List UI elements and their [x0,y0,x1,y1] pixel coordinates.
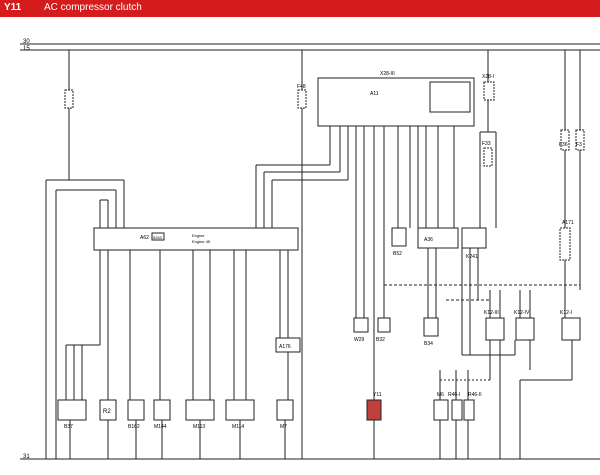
svg-text:W29: W29 [354,337,365,343]
relay-k241: K241 [461,227,487,260]
svg-text:F36: F36 [559,142,568,148]
svg-text:A36: A36 [424,237,433,243]
svg-text:F48: F48 [297,84,306,90]
component-m6: M6 [433,392,449,421]
component-b162: B162 [127,399,145,430]
svg-text:M114: M114 [232,424,244,430]
svg-text:B162: B162 [128,424,140,430]
wiring-diagram: 30 15 31 F48 F33 F36 F3 X28-III A11 [20,39,600,460]
svg-text:M7: M7 [280,424,287,430]
svg-text:Y11: Y11 [373,392,382,398]
svg-text:B37: B37 [64,424,73,430]
svg-text:R46-I: R46-I [448,392,460,398]
diagram-code: Y11 [4,2,22,13]
rail-15-label: 15 [23,46,30,52]
svg-text:Engine: Engine [192,233,205,238]
rail-31-label: 31 [23,454,30,460]
sensor-b52: B52 [391,227,407,257]
svg-text:K12-I: K12-I [560,310,572,316]
svg-text:K12-IV: K12-IV [514,310,530,316]
fuse-f3: F3 [575,129,585,151]
component-m113: M113 [185,399,215,430]
component-b37: B37 [57,399,87,430]
connector-x28-i: X28-I [482,74,495,101]
svg-text:X28-I: X28-I [482,74,494,80]
module-a36: A36 [417,227,459,249]
module-a11: X28-III A11 [317,71,475,127]
module-a62: A62 5263 Engine Engine 45 [93,227,299,251]
module-a171: A171 [559,220,574,261]
svg-text:F33: F33 [482,141,491,147]
component-b34: B34 [423,317,439,347]
component-m114: M114 [225,399,255,430]
svg-text:M144: M144 [154,424,167,430]
module-a176: A176 [275,337,301,353]
svg-text:M6: M6 [437,392,444,398]
svg-text:R2: R2 [103,409,111,415]
svg-text:5263: 5263 [153,235,163,240]
svg-text:B34: B34 [424,341,433,347]
svg-text:K12-III: K12-III [484,310,499,316]
component-m144: M144 [153,399,171,430]
svg-text:B52: B52 [393,251,402,257]
svg-text:Engine 45: Engine 45 [192,239,211,244]
svg-text:A176: A176 [279,344,291,350]
diagram-title: AC compressor clutch [44,2,142,13]
rail-30-label: 30 [23,39,30,45]
svg-text:A62: A62 [140,235,149,241]
relay-k12-i: K12-I [560,310,581,341]
fuse-f33: F33 [482,141,493,167]
component-b32: B32 [376,317,391,343]
component-w28: W29 [353,317,369,343]
component-r46-i: R46-I [448,392,463,421]
svg-text:R46-II: R46-II [468,392,482,398]
component-r2: R2 [99,399,117,421]
component-r46-ii: R46-II [463,392,482,421]
component-m7: M7 [276,399,294,430]
svg-text:M113: M113 [193,424,205,430]
module-a11-label: A11 [370,91,379,97]
svg-text:A171: A171 [562,220,574,226]
svg-text:F3: F3 [576,142,582,148]
svg-text:K241: K241 [466,254,478,260]
connector-x28-label: X28-III [380,71,395,77]
fuse-f36: F36 [559,129,570,151]
fuse-f48: F48 [297,84,307,109]
relay-k12-iii: K12-III [484,310,505,341]
fuse-f-left [64,89,74,109]
component-y11: Y11 [366,392,382,421]
svg-text:B32: B32 [376,337,385,343]
title-bar: Y11 AC compressor clutch [0,0,600,17]
relay-k12-iv: K12-IV [514,310,535,341]
